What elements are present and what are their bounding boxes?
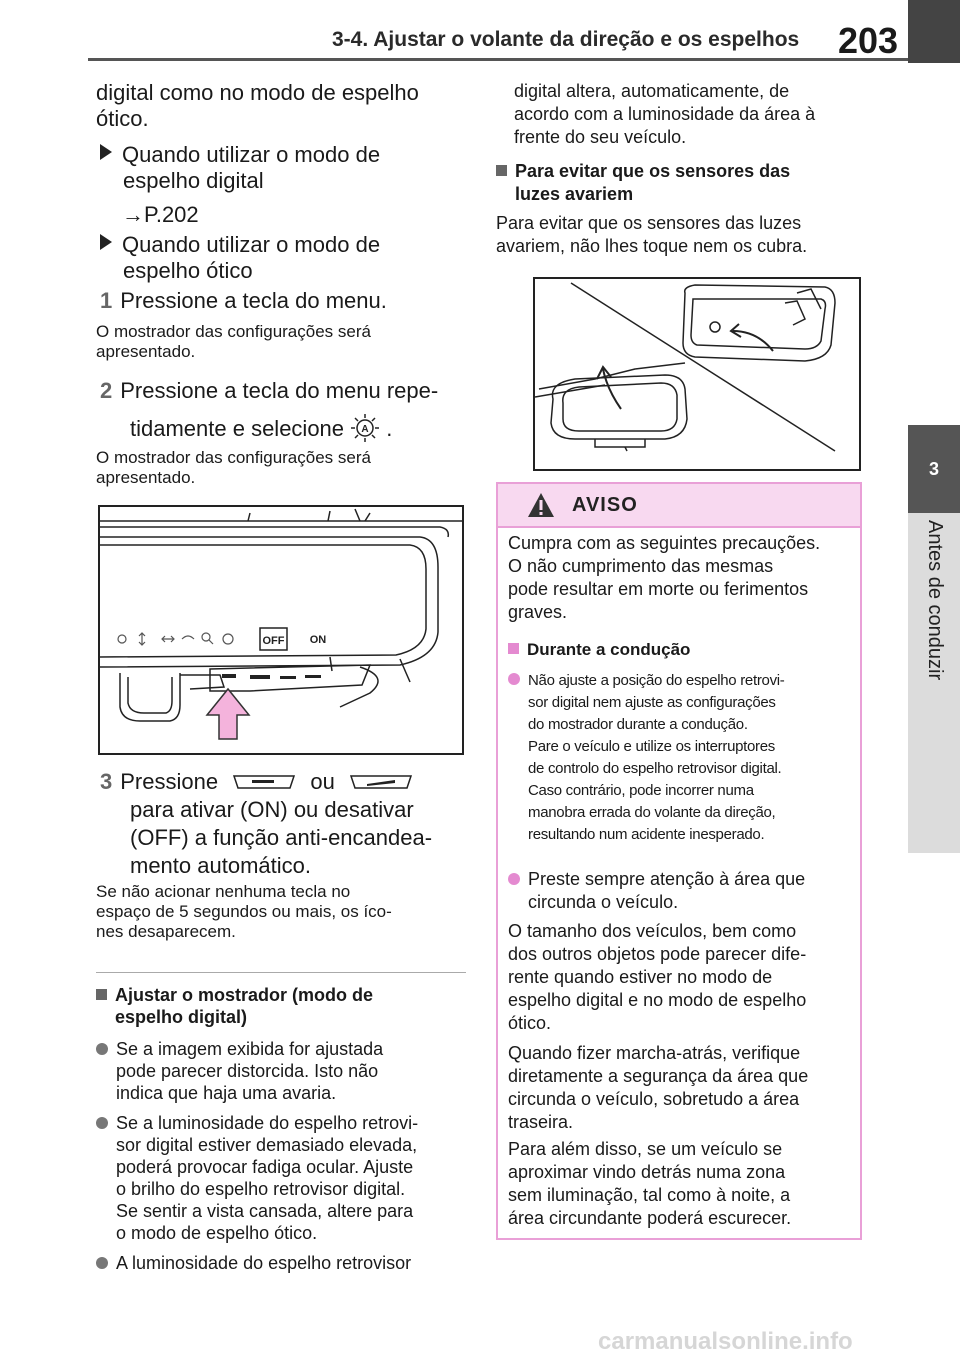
chapter-label: Antes de conduzir: [924, 520, 946, 681]
bullet-optic-mode: Quando utilizar o modo de espelho ótico: [100, 232, 380, 284]
right-button-icon: [349, 775, 412, 789]
square-bullet-icon: [508, 643, 519, 654]
bullet-dot-icon: [508, 673, 520, 685]
list-item: Se a luminosidade do espelho retrovi- so…: [96, 1112, 418, 1244]
bullet-dot-icon: [96, 1117, 108, 1129]
warning-intro: Cumpra com as seguintes precauções. O nã…: [508, 533, 821, 622]
off-label: OFF: [263, 635, 285, 647]
auto-brightness-icon: A: [351, 414, 380, 442]
step-1-note: O mostrador das configurações será apres…: [96, 322, 371, 361]
left-button-icon: [233, 775, 296, 789]
bullet-digital-mode: Quando utilizar o modo de espelho digita…: [100, 142, 380, 194]
bullet-dot-icon: [96, 1043, 108, 1055]
tab-top-block: [908, 0, 960, 63]
warning-bullet-2: Preste sempre atenção à área que circund…: [508, 868, 805, 914]
continued-text: digital altera, automaticamente, de acor…: [514, 81, 816, 147]
square-bullet-icon: [96, 989, 107, 1000]
list-item: Se a imagem exibida for ajustada pode pa…: [96, 1038, 418, 1104]
warning-bullet-1: Não ajuste a posição do espelho retrovi-…: [508, 670, 785, 846]
running-header: 3-4. Ajustar o volante da direção e os e…: [332, 28, 800, 51]
chapter-tab: 3 Antes de conduzir: [908, 0, 960, 1362]
warning-triangle-icon: [528, 493, 554, 517]
up-arrow-icon: [205, 687, 251, 740]
mirror-menu-illustration: OFF ON: [98, 505, 464, 755]
page-number: 203: [838, 20, 899, 61]
step-3-note: Se não acionar nenhuma tecla no espaço d…: [96, 882, 392, 941]
warning-header: AVISO: [498, 484, 860, 528]
warning-title: AVISO: [572, 494, 638, 516]
intro-text: digital como no modo de espelho ótico.: [96, 80, 419, 131]
warning-subtitle: Durante a condução: [508, 640, 690, 660]
sensor-drawing: [535, 282, 836, 452]
mirror-drawing: OFF ON: [100, 508, 462, 740]
list-item: A luminosidade do espelho retrovisor: [96, 1252, 418, 1274]
page-reference: →P.202: [122, 202, 199, 227]
warning-paragraph-3: Para além disso, se um veículo se aproxi…: [508, 1139, 792, 1228]
bullet-dot-icon: [96, 1257, 108, 1269]
chapter-number: 3: [908, 425, 960, 513]
warning-box: AVISO Cumpra com as seguintes precauções…: [496, 482, 862, 1240]
on-label: ON: [310, 634, 327, 646]
square-bullet-icon: [496, 165, 507, 176]
watermark: carmanualsonline.info: [598, 1328, 853, 1355]
section-title-display: Ajustar o mostrador (modo de espelho dig…: [96, 984, 373, 1028]
warning-paragraph-1: O tamanho dos veículos, bem como dos out…: [508, 921, 807, 1033]
sensor-paragraph: Para evitar que os sensores das luzes av…: [496, 213, 808, 256]
warning-paragraph-2: Quando fizer marcha-atrás, verifique dir…: [508, 1043, 809, 1132]
section-title-sensors: Para evitar que os sensores das luzes av…: [496, 160, 790, 206]
bullet-dot-icon: [508, 873, 520, 885]
triangle-bullet-icon: [100, 144, 112, 160]
step-2-note: O mostrador das configurações será apres…: [96, 448, 371, 487]
section-divider: [96, 972, 466, 973]
sensor-illustration: [533, 277, 861, 471]
pointer-arrow-icon: [596, 323, 774, 410]
tab-label-block: [908, 513, 960, 853]
header-rule: [88, 58, 960, 61]
bullet-list-display: Se a imagem exibida for ajustada pode pa…: [96, 1038, 418, 1274]
svg-text:A: A: [362, 424, 369, 435]
triangle-bullet-icon: [100, 234, 112, 250]
